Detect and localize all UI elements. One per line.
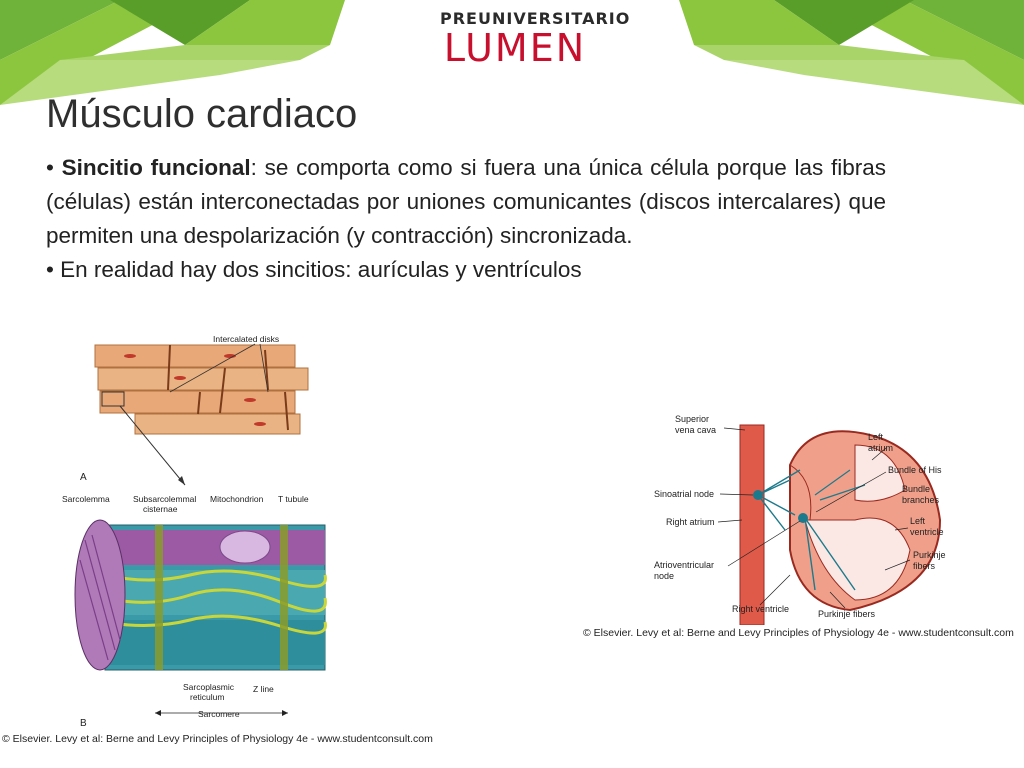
bullet-two-syncytia: • En realidad hay dos sincitios: aurícul… — [46, 257, 582, 282]
credit-right: © Elsevier. Levy et al: Berne and Levy P… — [583, 627, 1014, 639]
lumen-logo: PREUNIVERSITARIO LUMEN — [440, 9, 631, 72]
label-t-tubule: T tubule — [278, 494, 309, 504]
label-mitochondrion: Mitochondrion — [210, 494, 264, 504]
bullet-syncytium-term: Sincitio funcional — [61, 155, 251, 180]
label-right-ventricle: Right ventricle — [732, 604, 789, 614]
logo-top-text: PREUNIVERSITARIO — [440, 9, 631, 28]
label-intercalated-disks: Intercalated disks — [213, 334, 279, 344]
muscle-fibers-panel: Intercalated disks A — [80, 334, 309, 486]
label-panel-a: A — [80, 472, 87, 483]
cardiac-muscle-figure: Intercalated disks A Sarcolemma Subsarco… — [62, 334, 327, 729]
label-vena-cava: vena cava — [675, 425, 716, 435]
label-superior: Superior — [675, 414, 709, 424]
label-reticulum: reticulum — [190, 692, 224, 702]
label-ventricle: ventricle — [910, 527, 944, 537]
label-bundle-his: Bundle of His — [888, 465, 942, 475]
fiber-3d-panel: Sarcolemma Subsarcolemmal cisternae Mito… — [62, 494, 327, 729]
heart-conduction-figure: Superior vena cava Left atrium Bundle of… — [654, 414, 946, 625]
logo-main-text: LUMEN — [443, 26, 587, 70]
slide-title: Músculo cardiaco — [46, 92, 358, 136]
label-sarcolemma: Sarcolemma — [62, 494, 110, 504]
label-purkinje-fibers: Purkinje fibers — [818, 609, 876, 619]
label-node: node — [654, 571, 674, 581]
green-corner-decoration-left — [0, 0, 345, 105]
green-corner-decoration-right — [679, 0, 1024, 105]
bullet-two-syncytia-text: En realidad hay dos sincitios: aurículas… — [60, 257, 582, 282]
label-left: Left — [868, 432, 884, 442]
credit-left: © Elsevier. Levy et al: Berne and Levy P… — [2, 733, 433, 745]
label-atrioventricular: Atrioventricular — [654, 560, 714, 570]
label-panel-b: B — [80, 718, 87, 729]
label-atrium: atrium — [868, 443, 893, 453]
label-bundle: Bundle — [902, 484, 930, 494]
label-cisternae: cisternae — [143, 504, 178, 514]
label-purkinje: Purkinje — [913, 550, 946, 560]
label-sarcoplasmic: Sarcoplasmic — [183, 682, 235, 692]
bullet-syncytium-text: : se comporta como si fuera una única cé… — [46, 155, 886, 248]
label-branches: branches — [902, 495, 940, 505]
label-sinoatrial: Sinoatrial node — [654, 489, 714, 499]
label-left-v: Left — [910, 516, 926, 526]
label-subsarcolemmal: Subsarcolemmal — [133, 494, 196, 504]
label-z-line: Z line — [253, 684, 274, 694]
bullet-syncytium: • Sincitio funcional: se comporta como s… — [46, 155, 886, 248]
label-fibers: fibers — [913, 561, 936, 571]
label-sarcomere: Sarcomere — [198, 709, 240, 719]
label-right-atrium: Right atrium — [666, 517, 715, 527]
slide-body: • Sincitio funcional: se comporta como s… — [46, 151, 886, 287]
